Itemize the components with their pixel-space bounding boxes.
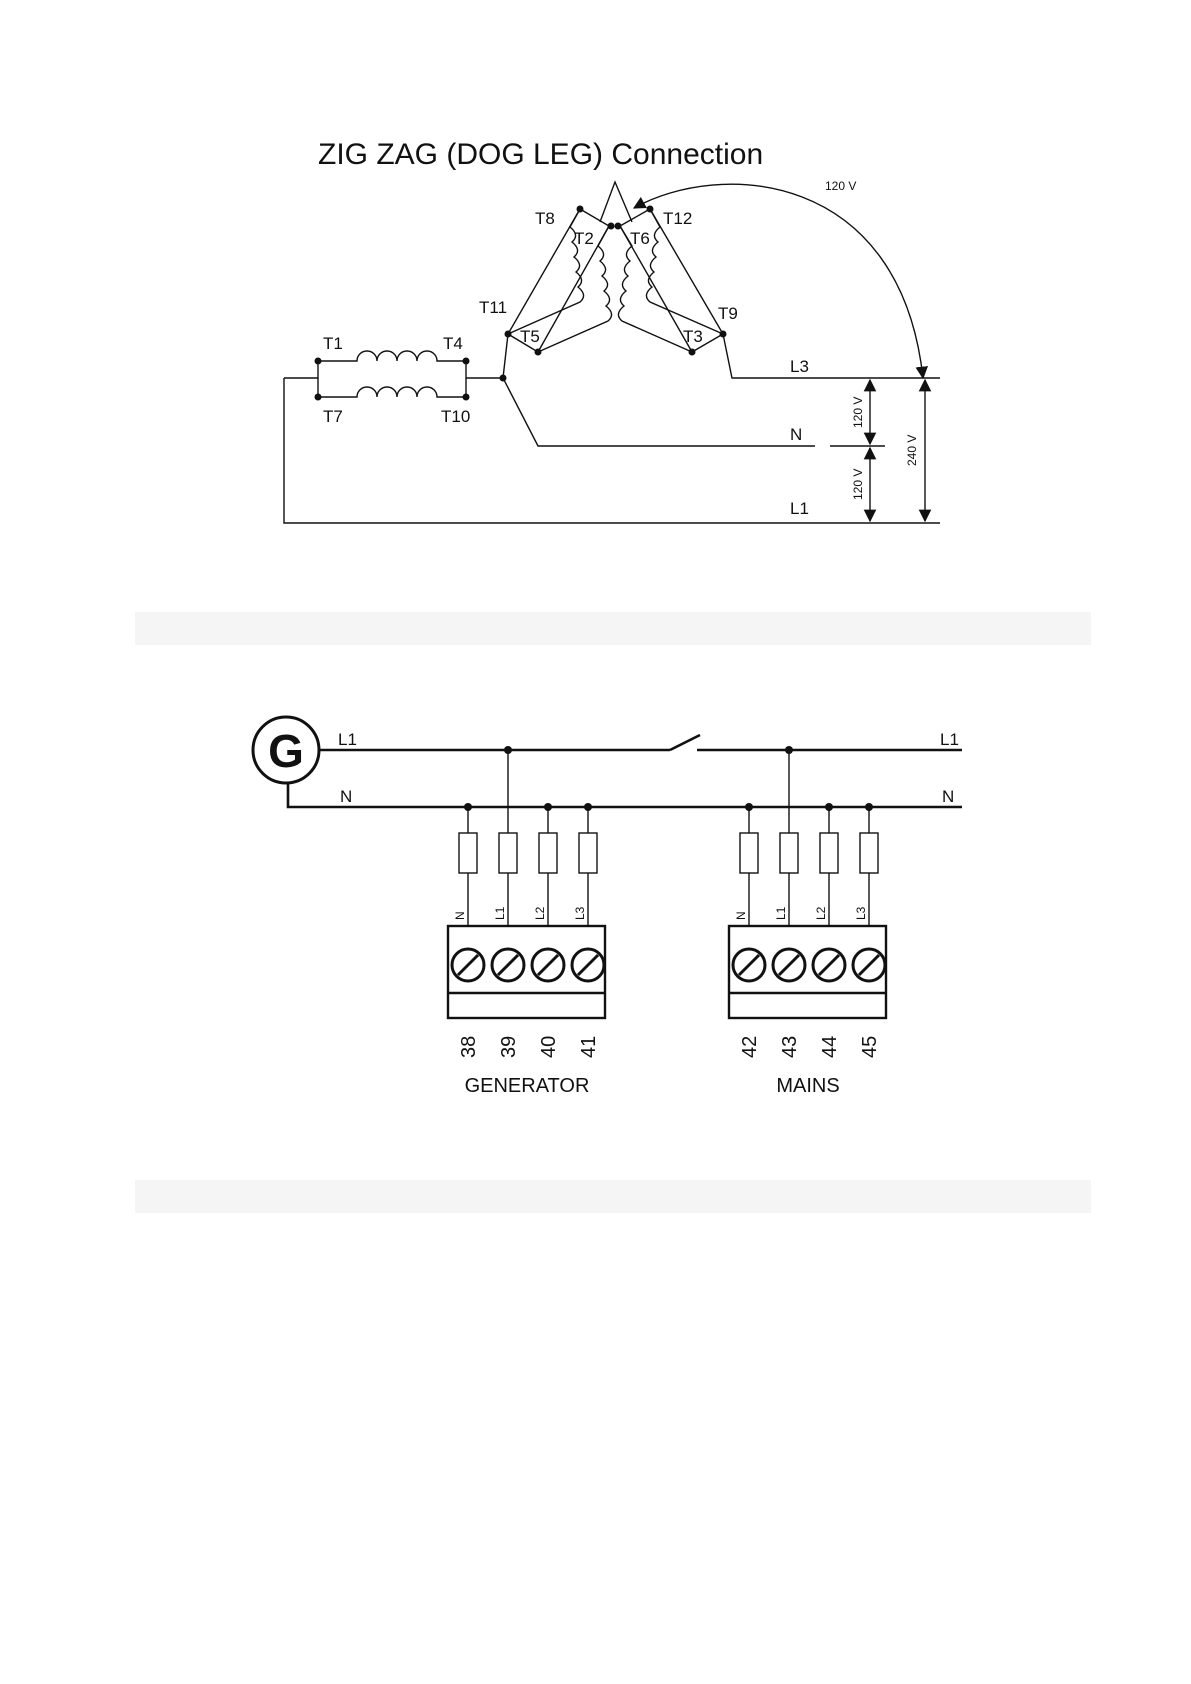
terminal-40: 40 <box>538 1036 560 1058</box>
pin-mains-l3: L3 <box>854 906 868 920</box>
label-t11: T11 <box>479 298 507 317</box>
generator-symbol: G <box>268 725 304 777</box>
node-t6 <box>615 223 622 230</box>
label-line-l3: L3 <box>790 357 809 376</box>
fuse-gen-l3 <box>579 833 597 873</box>
wire-l1 <box>284 378 815 523</box>
terminal-41: 41 <box>578 1036 600 1058</box>
node-t10 <box>463 394 470 401</box>
label-t7: T7 <box>323 407 343 426</box>
label-t1: T1 <box>323 334 343 353</box>
junction-gen-l2 <box>544 803 552 811</box>
label-left-l1: L1 <box>338 730 357 749</box>
label-right-n: N <box>942 787 954 806</box>
junction-mains-l1 <box>785 746 793 754</box>
fuse-mains-l3 <box>860 833 878 873</box>
wire-n <box>288 783 962 807</box>
coil-t7-t10 <box>318 387 466 397</box>
node-t3 <box>689 349 696 356</box>
fuse-gen-l2 <box>539 833 557 873</box>
pin-gen-l2: L2 <box>533 906 547 920</box>
label-dim-l3-n: 120 V <box>851 397 865 428</box>
zigzag-diagram: ZIG ZAG (DOG LEG) Connection T1 T4 T7 T1… <box>284 138 940 523</box>
terminal-38: 38 <box>458 1036 480 1058</box>
junction-mains-l2 <box>825 803 833 811</box>
label-dim-l3-l1: 240 V <box>905 435 919 466</box>
label-dim-n-l1: 120 V <box>851 469 865 500</box>
junction-gen-l1 <box>504 746 512 754</box>
zigzag-title: ZIG ZAG (DOG LEG) Connection <box>318 138 763 171</box>
node-t8 <box>577 206 584 213</box>
mains-caption: MAINS <box>776 1075 839 1097</box>
label-arc-120v: 120 V <box>825 179 856 193</box>
fuse-mains-l2 <box>820 833 838 873</box>
fuse-gen-n <box>459 833 477 873</box>
label-t12: T12 <box>663 209 692 228</box>
terminal-45: 45 <box>859 1036 881 1058</box>
label-t3: T3 <box>683 327 703 346</box>
terminal-39: 39 <box>498 1036 520 1058</box>
terminal-44: 44 <box>819 1036 841 1058</box>
switch-blade <box>670 735 700 750</box>
label-t2: T2 <box>574 229 594 248</box>
label-left-n: N <box>340 787 352 806</box>
label-t9: T9 <box>718 304 738 323</box>
fuse-mains-n <box>740 833 758 873</box>
node-t11 <box>505 331 512 338</box>
junction-mains-n <box>745 803 753 811</box>
pin-mains-l2: L2 <box>814 906 828 920</box>
label-t10: T10 <box>441 407 470 426</box>
junction-gen-l3 <box>584 803 592 811</box>
left-leg-coils: T8 T2 T11 T5 <box>479 206 615 379</box>
terminal-42: 42 <box>739 1036 761 1058</box>
label-t8: T8 <box>535 209 555 228</box>
junction-gen-n <box>464 803 472 811</box>
apex-triangle <box>600 182 632 222</box>
pin-gen-l1: L1 <box>493 906 507 920</box>
coil-pair-t1-t10: T1 T4 T7 T10 <box>315 334 471 426</box>
junction-mains-l3 <box>865 803 873 811</box>
label-line-n: N <box>790 425 802 444</box>
label-t4: T4 <box>443 334 463 353</box>
pin-gen-n: N <box>453 911 467 920</box>
node-t2 <box>608 223 615 230</box>
right-leg-coils: T6 T12 T9 T3 <box>615 206 738 356</box>
fuse-mains-l1 <box>780 833 798 873</box>
label-t6: T6 <box>630 229 650 248</box>
node-t1 <box>315 358 322 365</box>
pin-gen-l3: L3 <box>573 906 587 920</box>
terminal-43: 43 <box>779 1036 801 1058</box>
pin-mains-n: N <box>734 911 748 920</box>
node-t4 <box>463 358 470 365</box>
generator-terminal-block: N L1 L2 L3 38 39 40 <box>448 746 605 1097</box>
node-t7 <box>315 394 322 401</box>
connection-diagram: G L1 N L1 N <box>253 717 962 1097</box>
wire-n <box>503 378 815 446</box>
fuse-gen-l1 <box>499 833 517 873</box>
mains-terminal-block: N L1 L2 L3 42 43 44 <box>729 746 886 1097</box>
wire-node-t11 <box>503 334 508 378</box>
node-t5 <box>535 349 542 356</box>
label-line-l1: L1 <box>790 499 809 518</box>
label-right-l1: L1 <box>940 730 959 749</box>
label-t5: T5 <box>520 327 540 346</box>
pin-mains-l1: L1 <box>774 906 788 920</box>
generator-caption: GENERATOR <box>465 1075 590 1097</box>
node-t12 <box>647 206 654 213</box>
